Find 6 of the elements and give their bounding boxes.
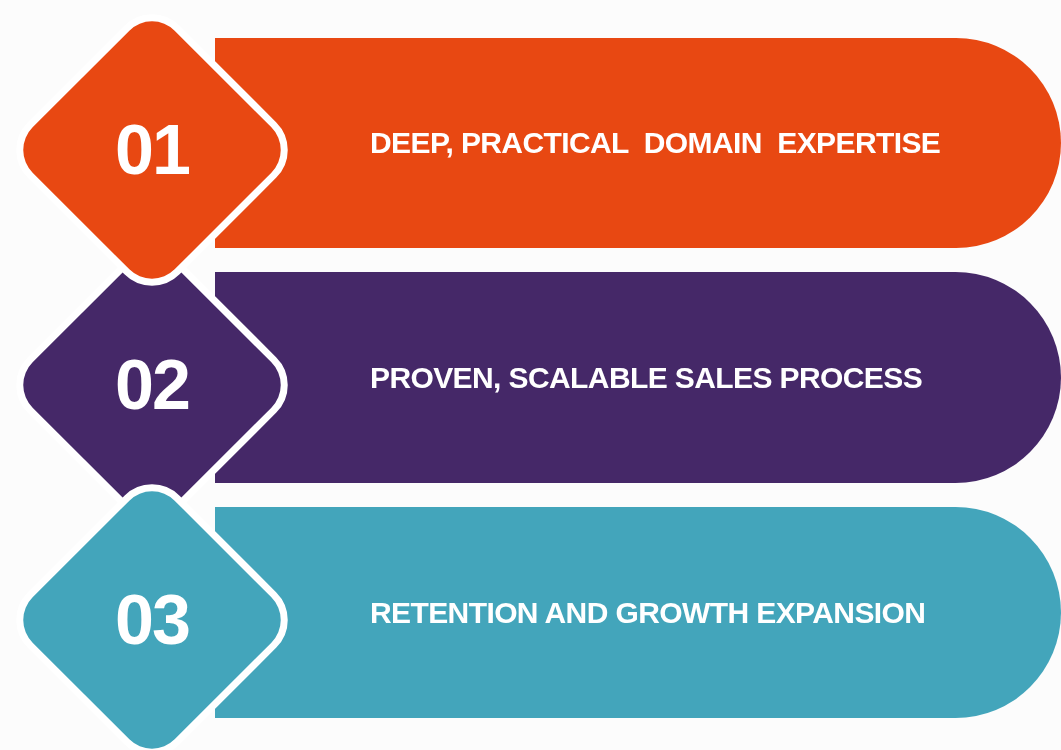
item-heading: RETENTION AND GROWTH EXPANSION: [370, 595, 926, 630]
item-heading: DEEP, PRACTICAL DOMAIN EXPERTISE: [370, 126, 941, 160]
step-number: 02: [115, 345, 189, 425]
item-heading: PROVEN, SCALABLE SALES PROCESS: [370, 360, 923, 395]
step-number: 01: [115, 110, 189, 190]
step-number: 03: [115, 580, 189, 660]
